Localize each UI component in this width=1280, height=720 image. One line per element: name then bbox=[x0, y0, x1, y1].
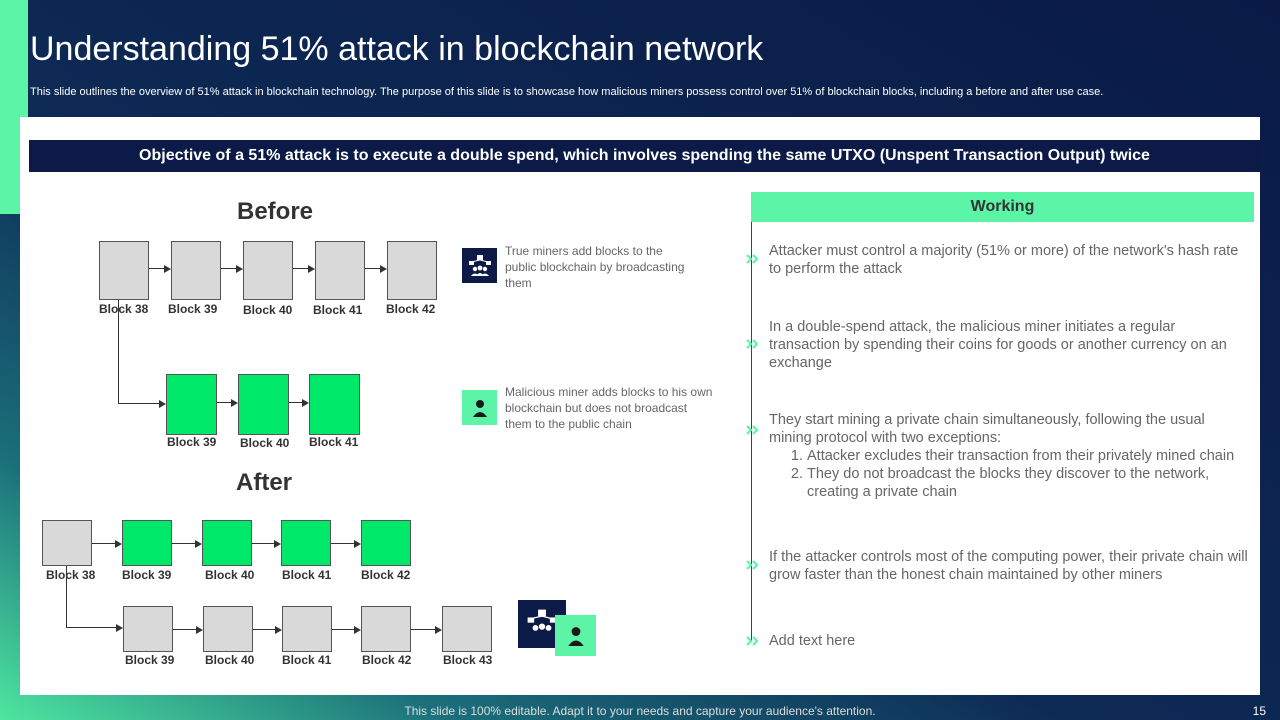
block-after-top-2 bbox=[122, 520, 172, 566]
fork-line bbox=[66, 566, 67, 628]
arrow-right-icon bbox=[164, 265, 171, 273]
block-label: Block 39 bbox=[125, 653, 175, 667]
block-label: Block 42 bbox=[361, 568, 411, 582]
block-after-top-1 bbox=[42, 520, 92, 566]
chain-link bbox=[411, 629, 435, 630]
block-after-top-3 bbox=[202, 520, 252, 566]
block-after-top-5 bbox=[361, 520, 411, 566]
block-before-private-3 bbox=[309, 374, 360, 435]
working-item[interactable]: Add text here bbox=[769, 633, 856, 649]
block-label: Block 42 bbox=[362, 653, 412, 667]
working-item: They start mining a private chain simult… bbox=[769, 412, 1205, 446]
block-label: Block 39 bbox=[168, 302, 218, 316]
block-after-bottom-4 bbox=[361, 606, 411, 652]
chain-link bbox=[293, 268, 308, 269]
double-chevron-icon bbox=[746, 339, 759, 349]
block-label: Block 40 bbox=[205, 653, 255, 667]
user-icon bbox=[555, 615, 596, 656]
working-item: In a double-spend attack, the malicious … bbox=[769, 319, 1227, 371]
block-after-top-4 bbox=[281, 520, 331, 566]
after-heading: After bbox=[236, 469, 293, 496]
arrow-right-icon bbox=[380, 265, 387, 273]
block-before-public-2 bbox=[171, 241, 221, 300]
chain-link bbox=[253, 629, 275, 630]
chain-link bbox=[365, 268, 380, 269]
block-after-bottom-2 bbox=[203, 606, 253, 652]
arrow-right-icon bbox=[274, 540, 281, 548]
block-label: Block 41 bbox=[282, 653, 332, 667]
working-item: If the attacker controls most of the com… bbox=[769, 549, 1248, 583]
chain-link bbox=[149, 268, 164, 269]
block-before-public-5 bbox=[387, 241, 437, 300]
slide-subtitle: This slide outlines the overview of 51% … bbox=[30, 86, 1104, 98]
arrow-right-icon bbox=[115, 540, 122, 548]
slide-title: Understanding 51% attack in blockchain n… bbox=[30, 30, 764, 68]
double-chevron-icon bbox=[746, 254, 759, 264]
working-item-with-list: They start mining a private chain simult… bbox=[769, 411, 1249, 501]
block-label: Block 41 bbox=[282, 568, 332, 582]
arrow-right-icon bbox=[236, 265, 243, 273]
block-before-private-1 bbox=[166, 374, 217, 435]
before-heading: Before bbox=[237, 198, 314, 225]
fork-line bbox=[118, 300, 119, 404]
chain-link bbox=[173, 629, 196, 630]
exception-item: Attacker excludes their transaction from… bbox=[807, 447, 1249, 465]
block-before-public-3 bbox=[243, 241, 293, 300]
fork-line bbox=[66, 627, 116, 628]
timeline-line bbox=[751, 222, 752, 642]
double-chevron-icon bbox=[746, 425, 759, 435]
chain-link bbox=[221, 268, 236, 269]
block-label: Block 39 bbox=[122, 568, 172, 582]
arrow-right-icon bbox=[354, 540, 361, 548]
block-after-bottom-3 bbox=[282, 606, 332, 652]
block-after-bottom-5 bbox=[442, 606, 492, 652]
legend-true-miners: True miners add blocks to the public blo… bbox=[505, 244, 685, 290]
arrow-right-icon bbox=[231, 399, 238, 407]
chain-link bbox=[289, 402, 302, 403]
arrow-right-icon bbox=[116, 624, 123, 632]
legend-malicious-miner: Malicious miner adds blocks to his own b… bbox=[505, 385, 713, 431]
block-label: Block 41 bbox=[313, 303, 363, 317]
block-before-private-2 bbox=[238, 374, 289, 435]
arrow-right-icon bbox=[159, 400, 166, 408]
block-label: Block 43 bbox=[443, 653, 493, 667]
block-label: Block 40 bbox=[240, 436, 290, 450]
footer-note: This slide is 100% editable. Adapt it to… bbox=[404, 704, 876, 718]
chain-link bbox=[217, 402, 231, 403]
double-chevron-icon bbox=[746, 636, 759, 646]
block-before-public-4 bbox=[315, 241, 365, 300]
block-after-bottom-1 bbox=[123, 606, 173, 652]
chain-link bbox=[332, 629, 354, 630]
arrow-right-icon bbox=[435, 626, 442, 634]
exception-item: They do not broadcast the blocks they di… bbox=[807, 465, 1249, 501]
objective-banner: Objective of a 51% attack is to execute … bbox=[29, 140, 1260, 172]
block-label: Block 40 bbox=[243, 303, 293, 317]
arrow-right-icon bbox=[195, 540, 202, 548]
block-label: Block 38 bbox=[99, 302, 149, 316]
arrow-right-icon bbox=[308, 265, 315, 273]
fork-line bbox=[118, 403, 159, 404]
arrow-right-icon bbox=[302, 399, 309, 407]
page-number: 15 bbox=[1252, 704, 1266, 718]
block-before-public-1 bbox=[99, 241, 149, 300]
chain-link bbox=[252, 543, 274, 544]
chain-link bbox=[172, 543, 195, 544]
network-users-icon bbox=[462, 248, 497, 283]
block-label: Block 38 bbox=[46, 568, 96, 582]
working-item: Attacker must control a majority (51% or… bbox=[769, 243, 1239, 277]
chain-link bbox=[92, 543, 115, 544]
double-chevron-icon bbox=[746, 560, 759, 570]
block-label: Block 40 bbox=[205, 568, 255, 582]
arrow-right-icon bbox=[196, 626, 203, 634]
user-icon bbox=[462, 390, 497, 425]
block-label: Block 39 bbox=[167, 435, 217, 449]
chain-link bbox=[331, 543, 354, 544]
exceptions-list: Attacker excludes their transaction from… bbox=[769, 447, 1249, 501]
working-header: Working bbox=[751, 192, 1254, 222]
block-label: Block 42 bbox=[386, 302, 436, 316]
arrow-right-icon bbox=[354, 626, 361, 634]
arrow-right-icon bbox=[275, 626, 282, 634]
block-label: Block 41 bbox=[309, 435, 359, 449]
